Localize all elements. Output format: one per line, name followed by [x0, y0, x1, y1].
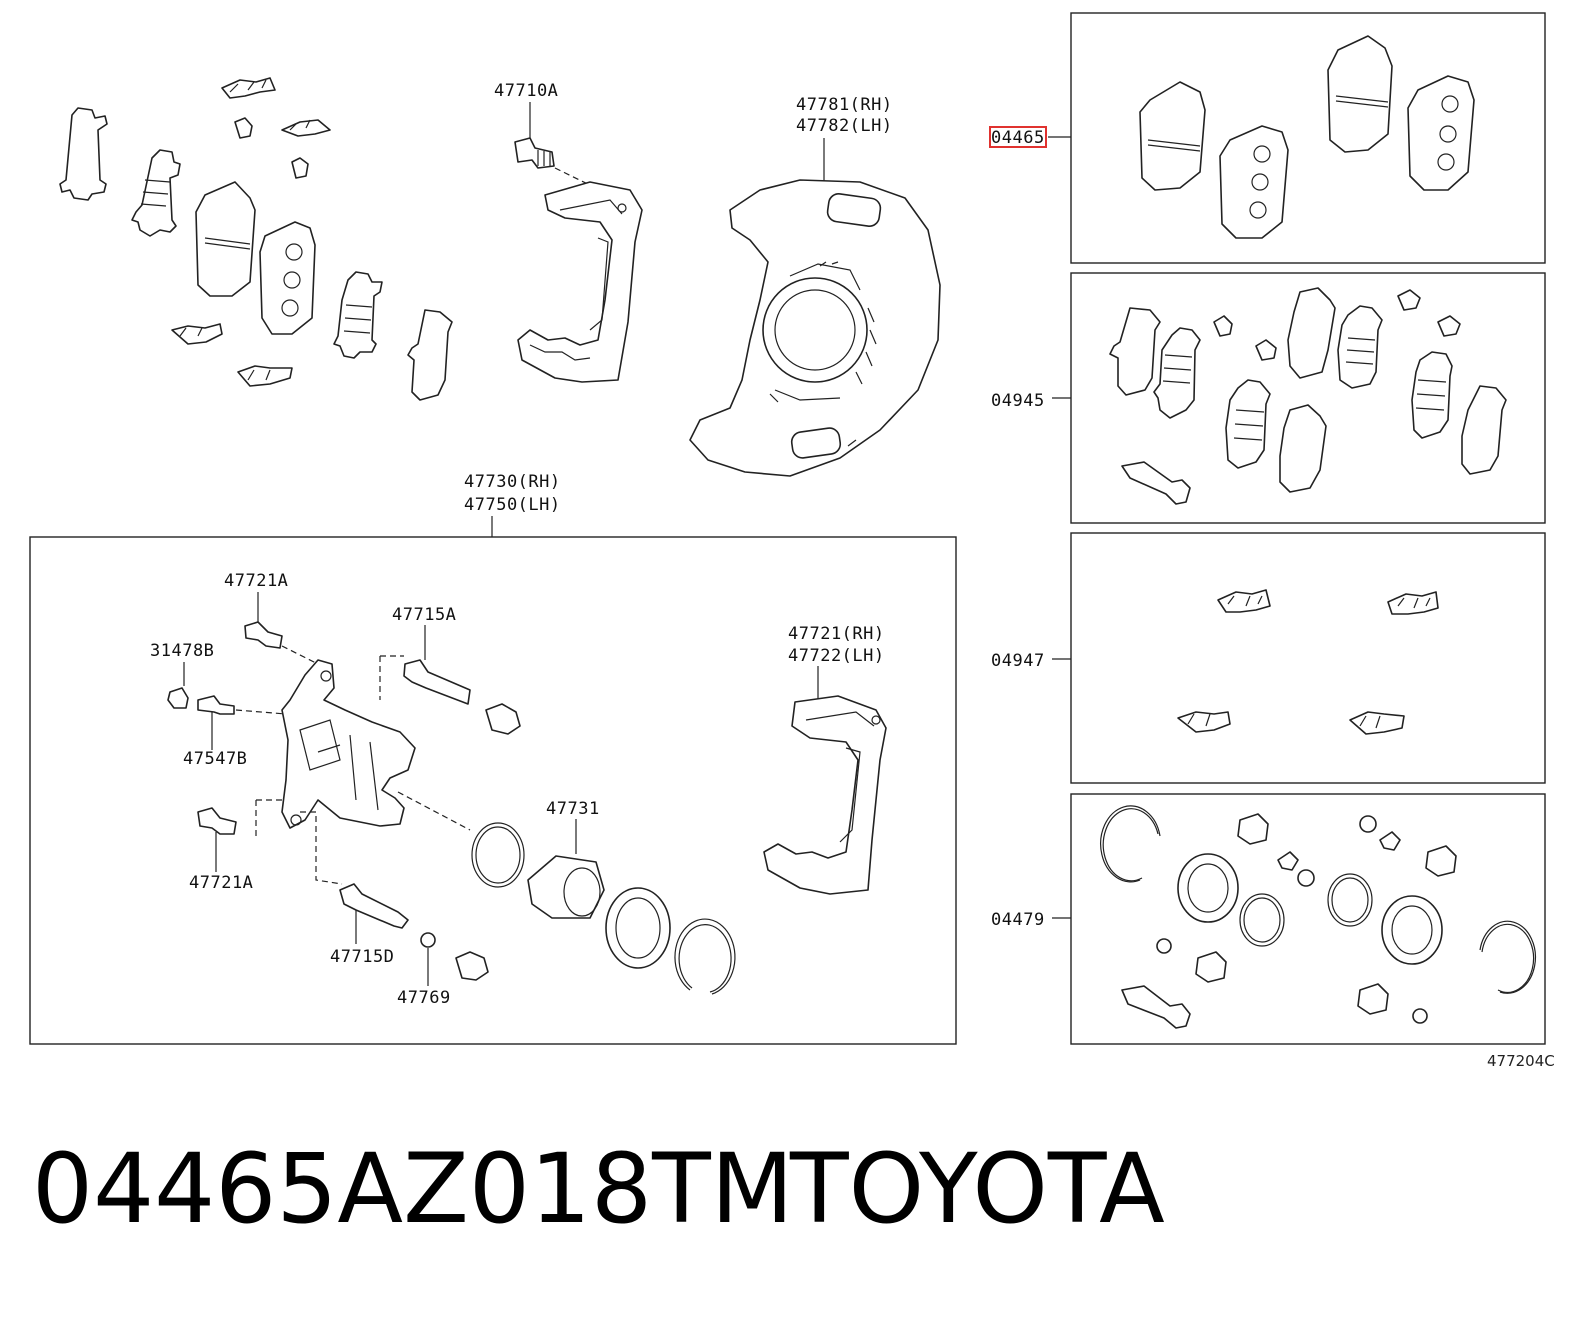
label-04945: 04945	[991, 391, 1045, 411]
part-number-caption: 04465AZ018TM	[32, 1133, 794, 1245]
brand-caption: TOYOTA	[789, 1133, 1165, 1245]
label-47721A-top: 47721A	[224, 571, 288, 591]
label-47715D: 47715D	[330, 947, 394, 967]
highlight-04465	[989, 126, 1047, 148]
label-47781-rh: 47781(RH)	[796, 95, 893, 115]
label-47722-lh: 47722(LH)	[788, 646, 885, 666]
dust-shield-group	[689, 138, 941, 477]
mounting-bracket-group	[514, 102, 643, 383]
label-47769: 47769	[397, 988, 451, 1008]
label-47731: 47731	[546, 799, 600, 819]
label-47750-lh: 47750(LH)	[464, 495, 561, 515]
label-04947: 04947	[991, 651, 1045, 671]
caliper-assembly-box	[29, 516, 957, 1045]
label-47715A: 47715A	[392, 605, 456, 625]
label-47721-rh: 47721(RH)	[788, 624, 885, 644]
label-47710A: 47710A	[494, 81, 558, 101]
kit-box-04479	[1052, 793, 1546, 1045]
kit-box-04945	[1052, 272, 1546, 524]
pad-set-exploded-group	[59, 77, 453, 401]
label-04465: 04465	[991, 128, 1045, 148]
label-47782-lh: 47782(LH)	[796, 116, 893, 136]
kit-box-04465	[989, 12, 1546, 264]
label-47721A-bottom: 47721A	[189, 873, 253, 893]
label-47730-rh: 47730(RH)	[464, 472, 561, 492]
kit-box-04947	[1052, 532, 1546, 784]
label-47547B: 47547B	[183, 749, 247, 769]
label-04479: 04479	[991, 910, 1045, 930]
figure-code: 477204C	[1487, 1052, 1555, 1070]
label-31478B: 31478B	[150, 641, 214, 661]
